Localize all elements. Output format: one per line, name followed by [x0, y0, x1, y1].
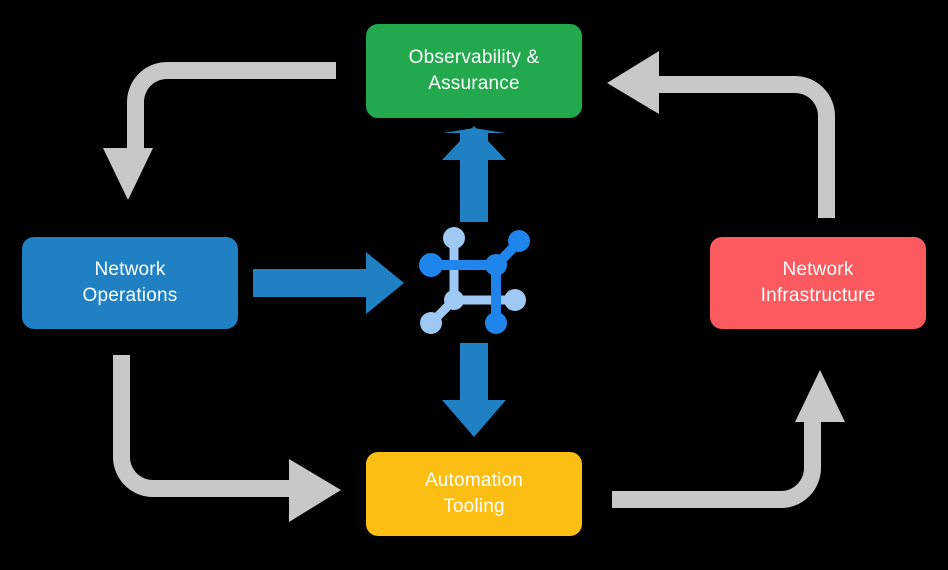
connector-observability-to-ops — [103, 62, 336, 200]
node-label-line2: Operations — [82, 285, 178, 306]
topology-light-nodes — [420, 227, 526, 334]
node-label-network-infrastructure: Network Infrastructure — [761, 257, 876, 308]
arrow-down-automation — [442, 343, 506, 437]
node-label-line1: Automation — [424, 470, 524, 492]
node-box-network-operations[interactable]: Network Operations — [22, 237, 238, 329]
node-label-observability: Observability & Assurance — [409, 45, 540, 96]
node-label-line2: Assurance — [428, 73, 520, 94]
connector-ops-to-center — [253, 252, 404, 314]
connector-ops-to-automation — [113, 355, 341, 522]
topology-light-edges — [427, 233, 520, 327]
topology-dark-nodes — [419, 230, 530, 334]
node-box-network-infrastructure[interactable]: Network Infrastructure — [710, 237, 926, 329]
connector-automation-to-infrastructure — [612, 370, 845, 508]
node-label-line1: Network — [782, 259, 854, 281]
network-topology-icon — [419, 227, 530, 334]
arrow-up-observability — [442, 126, 506, 222]
node-box-automation-tooling[interactable]: Automation Tooling — [366, 452, 582, 536]
node-label-line2: Tooling — [443, 496, 505, 517]
node-label-line1: Network — [94, 259, 166, 281]
node-label-network-operations: Network Operations — [83, 257, 178, 308]
node-label-automation-tooling: Automation Tooling — [425, 468, 523, 519]
node-label-line1: Observability & — [408, 47, 540, 69]
node-box-observability[interactable]: Observability & Assurance — [366, 24, 582, 118]
connector-infrastructure-to-observability — [607, 51, 835, 218]
node-label-line2: Infrastructure — [760, 285, 876, 306]
